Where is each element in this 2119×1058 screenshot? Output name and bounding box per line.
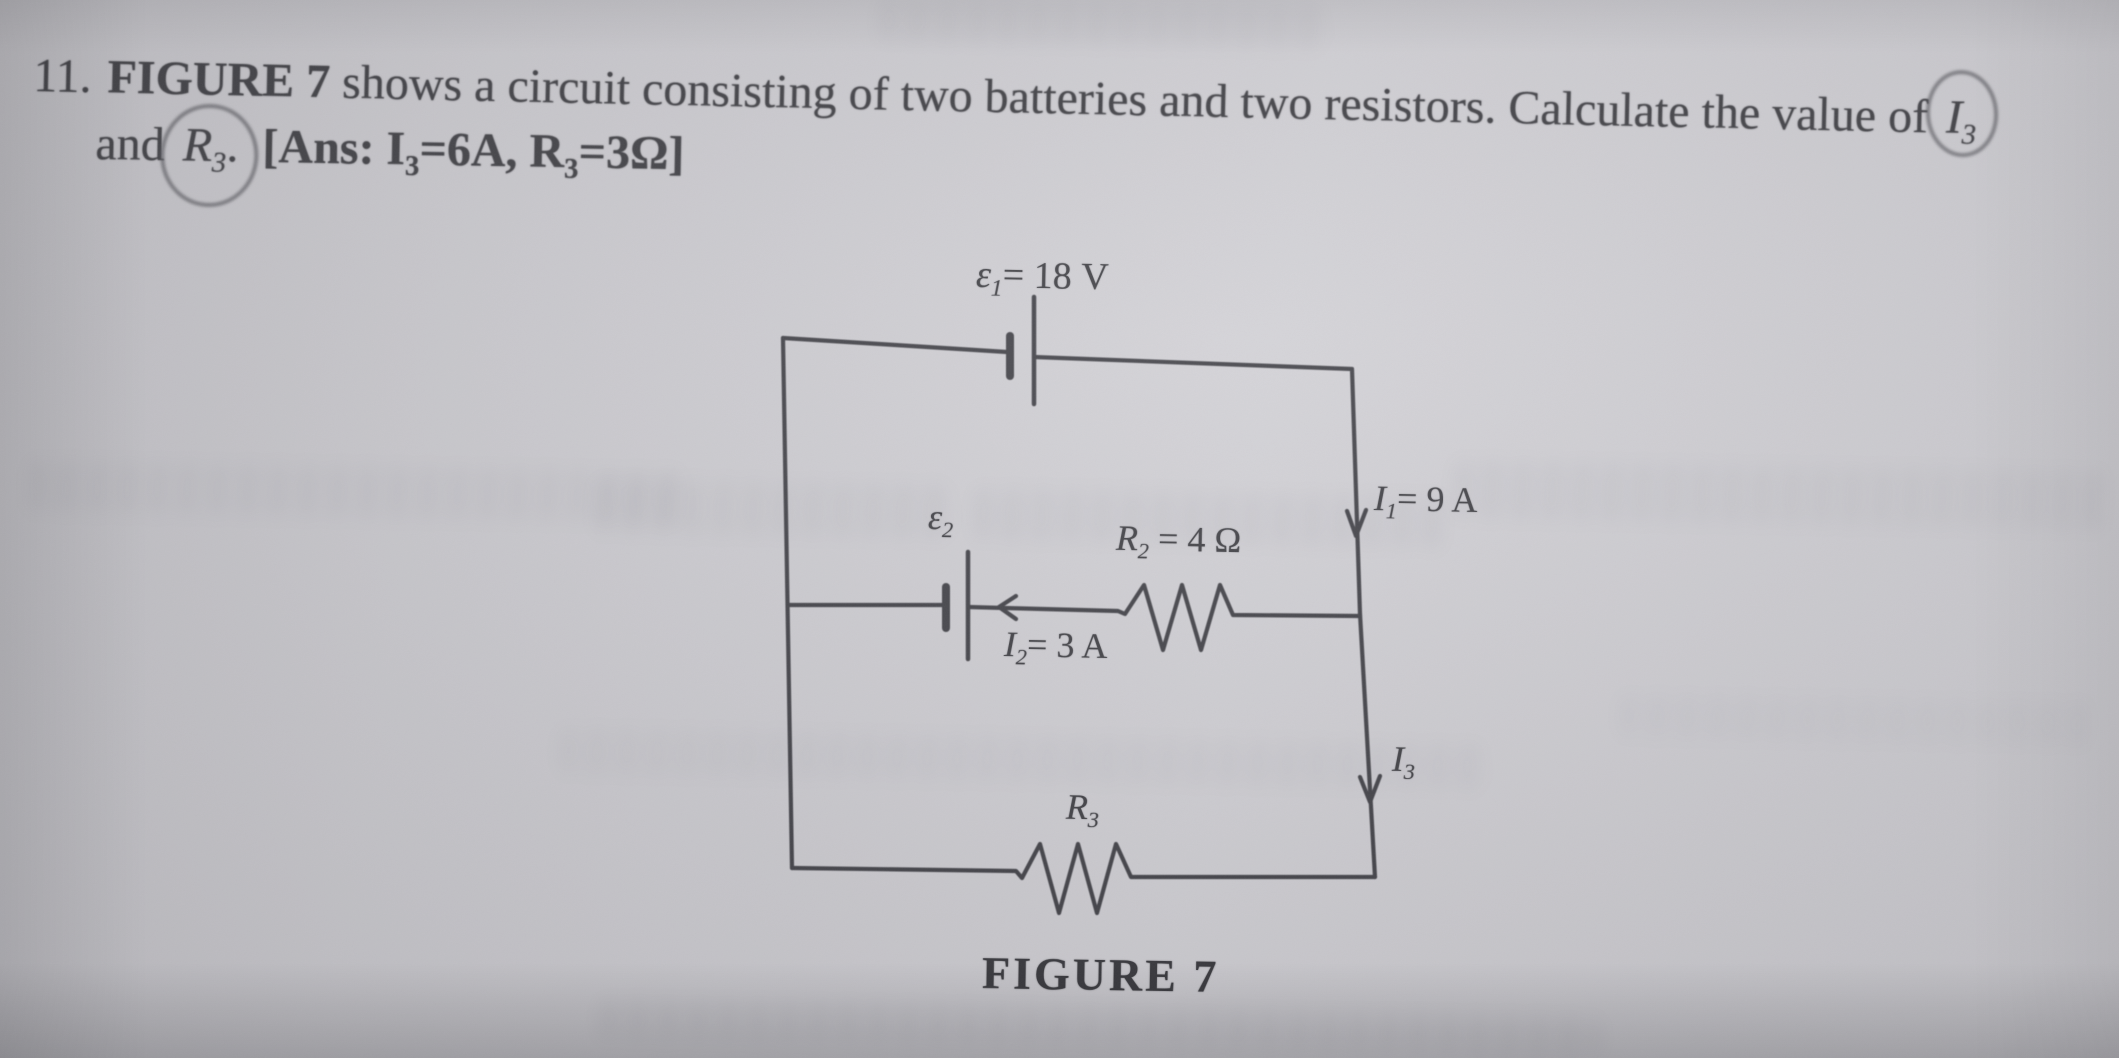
right-vertical-lower <box>1357 611 1378 880</box>
problem-number: 11. <box>32 48 93 104</box>
r3-subscript: 3 <box>211 146 227 179</box>
figure-caption: FIGURE 7 <box>981 947 1220 1002</box>
bleedthrough-mark <box>29 460 691 524</box>
i1-symbol: I <box>1373 478 1387 519</box>
r3-period: . <box>226 119 240 173</box>
emf1-symbol: ε <box>975 253 992 297</box>
answer-subscript: 3 <box>404 149 420 183</box>
resistor-r3-label: R3 <box>1065 786 1100 833</box>
current-i1-label: I1= 9 A <box>1373 477 1478 524</box>
resistor-r2-label: R2 = 4 Ω <box>1115 517 1242 564</box>
i3-symbol: I <box>1945 90 1963 145</box>
emf1-value: = 18 V <box>1002 254 1110 299</box>
figure-reference-bold: FIGURE 7 <box>107 50 331 109</box>
bleedthrough-mark <box>559 727 1491 791</box>
current-i1-arrowhead <box>1344 507 1369 539</box>
answer-text: [Ans: I3=6A, R3=3Ω] <box>262 119 685 185</box>
top-wire-right-and-right-vertical-upper <box>1031 354 1363 617</box>
current-i2-arrowhead <box>996 593 1019 622</box>
answer-part: [Ans: I <box>262 119 406 176</box>
answer-subscript: 3 <box>563 152 579 186</box>
current-i2-label: I2= 3 A <box>1003 623 1108 670</box>
left-vertical-wire <box>780 335 795 871</box>
bleedthrough-mark <box>1454 460 2106 530</box>
i3-subscript: 3 <box>1961 118 1977 151</box>
r2-symbol: R <box>1115 517 1139 559</box>
i2-symbol: I <box>1003 624 1017 665</box>
emf2-symbol: ε <box>927 496 943 538</box>
emf1-subscript: 1 <box>990 275 1003 302</box>
i3-subscript: 3 <box>1403 759 1416 785</box>
bleedthrough-mark <box>599 999 1601 1057</box>
i2-subscript: 2 <box>1015 644 1028 670</box>
bleedthrough-mark <box>595 478 957 540</box>
circled-r3-token: R3. <box>157 100 262 211</box>
i3-symbol: I <box>1391 738 1405 780</box>
r2-value: = 4 Ω <box>1148 518 1242 561</box>
current-i3-label: I3 <box>1391 738 1416 785</box>
i1-subscript: 1 <box>1385 498 1398 524</box>
circled-i3-token: I3 <box>1923 67 2002 160</box>
emf2-subscript: 2 <box>941 517 954 543</box>
r3-symbol: R <box>1065 786 1089 828</box>
top-wire-left-segment <box>780 335 1010 355</box>
bleedthrough-mark <box>1619 693 2091 747</box>
r2-subscript: 2 <box>1137 538 1150 564</box>
problem-line-2: and R3.[Ans: I3=6A, R3=3Ω] <box>95 100 685 211</box>
r3-symbol: R <box>182 118 213 173</box>
i2-value: = 3 A <box>1026 624 1108 666</box>
emf2-label: ε2 <box>927 496 954 543</box>
bleedthrough-mark <box>879 0 1331 50</box>
answer-part: =6A, R <box>419 122 565 179</box>
bottom-wire-and-resistor-r3 <box>789 841 1378 916</box>
current-i3-arrowhead <box>1357 773 1383 805</box>
line2-and-text: and <box>95 116 178 172</box>
emf1-label: ε1= 18 V <box>975 253 1110 302</box>
i1-value: = 9 A <box>1396 478 1478 520</box>
r3-subscript: 3 <box>1087 807 1100 833</box>
answer-part: =3Ω] <box>578 125 685 181</box>
